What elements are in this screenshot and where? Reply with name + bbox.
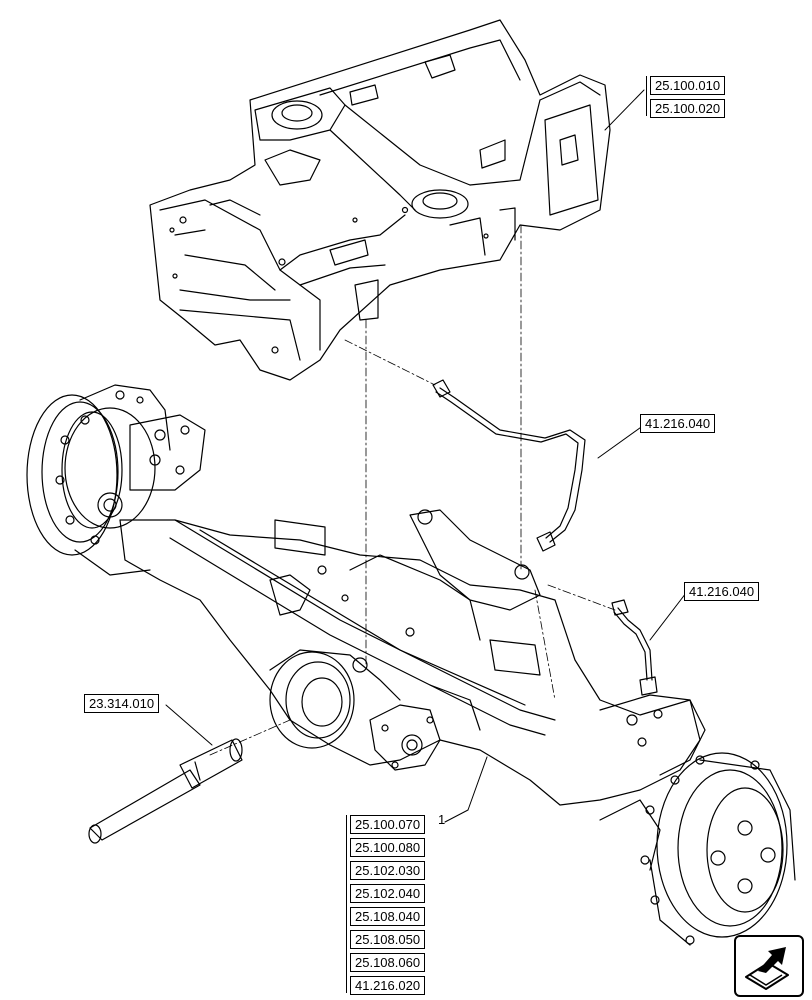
ref-frame-b[interactable]: 25.100.020 [650, 99, 726, 118]
next-page-arrow-icon [745, 947, 789, 990]
axle-housing [119, 509, 701, 806]
ref-axle-7[interactable]: 25.108.060 [350, 953, 426, 972]
ref-axle-1[interactable]: 25.100.070 [350, 815, 426, 834]
item-number-label: 1 [438, 812, 446, 827]
axle-ref-stack: 25.100.070 25.100.080 25.102.030 25.102.… [350, 815, 426, 999]
ref-upper-pipe[interactable]: 41.216.040 [640, 414, 716, 433]
ref-bracket [346, 815, 347, 993]
ref-drive-shaft[interactable]: 23.314.010 [84, 694, 160, 713]
ref-axle-8[interactable]: 41.216.020 [350, 976, 426, 995]
upper-pipe [432, 379, 586, 552]
drive-shaft [88, 738, 243, 844]
alignment-lines [209, 224, 616, 756]
ref-frame-a[interactable]: 25.100.010 [650, 76, 726, 95]
ref-axle-5[interactable]: 25.108.040 [350, 907, 426, 926]
ref-axle-2[interactable]: 25.100.080 [350, 838, 426, 857]
right-wheel-hub [599, 694, 796, 946]
axle-support-frame [149, 19, 611, 381]
ref-axle-4[interactable]: 25.102.040 [350, 884, 426, 903]
differential-housing [269, 649, 441, 771]
ref-bracket [646, 76, 647, 116]
frame-ref-stack: 25.100.010 25.100.020 [650, 76, 726, 122]
leader-lines [165, 89, 687, 823]
next-page-button[interactable] [734, 935, 804, 997]
lower-pipe [611, 599, 658, 696]
ref-axle-6[interactable]: 25.108.050 [350, 930, 426, 949]
ref-axle-3[interactable]: 25.102.030 [350, 861, 426, 880]
ref-lower-pipe[interactable]: 41.216.040 [684, 582, 760, 601]
left-wheel-hub [26, 384, 206, 576]
